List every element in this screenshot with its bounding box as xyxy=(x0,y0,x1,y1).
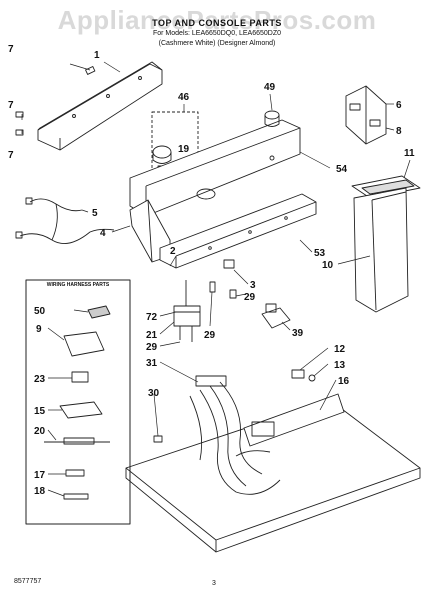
thermostat xyxy=(291,369,305,379)
diagram-title: TOP AND CONSOLE PARTS xyxy=(152,18,282,28)
callout-label: 72 xyxy=(146,312,158,323)
callout-label: 53 xyxy=(314,248,326,259)
diagram-colors: (Cashmere White) (Designer Almond) xyxy=(158,40,276,47)
callout-label: 8 xyxy=(396,126,402,137)
callout-label: 50 xyxy=(34,306,46,317)
callout-label: 39 xyxy=(292,328,304,339)
callout-label: 7 xyxy=(8,44,14,55)
callout-label: 4 xyxy=(100,228,106,239)
harness-clip xyxy=(153,435,163,443)
callout-label: 6 xyxy=(396,100,402,111)
callout-label: 29 xyxy=(146,342,158,353)
console-bracket xyxy=(37,61,163,151)
callout-label: 30 xyxy=(148,388,160,399)
callout-label: 2 xyxy=(170,246,176,257)
callout-label: 17 xyxy=(34,470,46,481)
callout-label: 29 xyxy=(204,330,216,341)
callout-label: 5 xyxy=(92,208,98,219)
callout-label: 16 xyxy=(338,376,350,387)
callout-label: 21 xyxy=(146,330,158,341)
screw-group xyxy=(15,66,96,136)
callout-label: 20 xyxy=(34,426,46,437)
callout-label: 9 xyxy=(36,324,42,335)
wiring-harness-box xyxy=(25,279,131,525)
callout-labels: 1 7 7 7 46 49 6 8 19 54 11 5 4 2 53 10 3… xyxy=(8,44,415,497)
callout-label: 49 xyxy=(264,82,276,93)
callout-label: 19 xyxy=(178,144,190,155)
timer-assembly xyxy=(173,280,237,342)
wiring-box-title: WIRING HARNESS PARTS xyxy=(46,282,110,288)
callout-label: 23 xyxy=(34,374,46,385)
callout-label: 12 xyxy=(334,344,346,355)
diagram-models: For Models: LEA6650DQ0, LEA6650DZ0 xyxy=(152,30,281,37)
console-panel xyxy=(129,119,301,217)
callout-label: 15 xyxy=(34,406,46,417)
wire-harness xyxy=(15,197,115,245)
callout-label: 3 xyxy=(250,280,256,291)
end-cap xyxy=(345,85,387,145)
callout-label: 11 xyxy=(404,148,415,159)
callout-label: 7 xyxy=(8,100,14,111)
callout-label: 54 xyxy=(336,164,348,175)
console-rail xyxy=(159,193,317,269)
callout-label: 10 xyxy=(322,260,334,271)
push-switch xyxy=(261,303,291,329)
callout-label: 1 xyxy=(94,50,100,61)
page-number: 3 xyxy=(212,580,216,587)
screw xyxy=(308,374,316,382)
lint-screen-housing xyxy=(351,175,421,313)
callout-label: 46 xyxy=(178,92,190,103)
callout-label: 29 xyxy=(244,292,256,303)
top-panel xyxy=(125,393,421,553)
control-knob xyxy=(264,110,280,127)
watermark: AppliancePartsPros.com xyxy=(57,5,377,35)
part-number: 8577757 xyxy=(14,578,42,585)
leader-lines xyxy=(21,61,411,497)
callout-label: 18 xyxy=(34,486,46,497)
callout-label: 7 xyxy=(8,150,14,161)
callout-label: 13 xyxy=(334,360,346,371)
callout-label: 31 xyxy=(146,358,158,369)
wiring-kit-parts xyxy=(44,305,111,500)
